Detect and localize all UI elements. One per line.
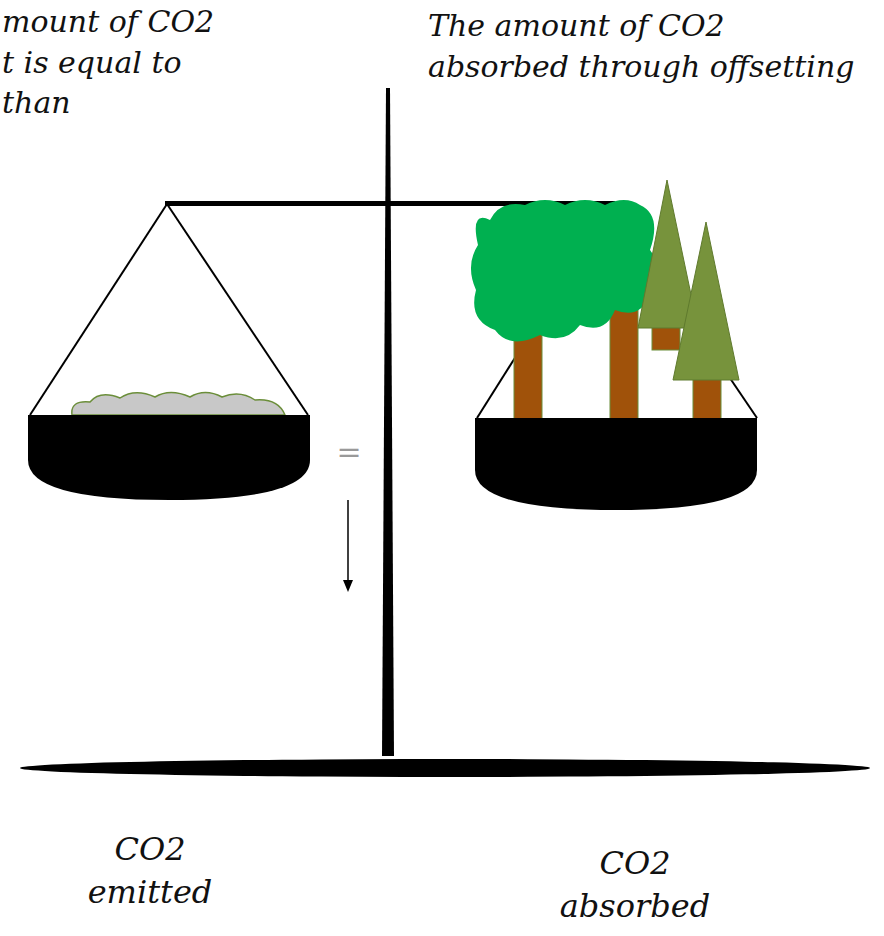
scale-pole — [382, 88, 394, 756]
heading-text: mount of CO2 t is equal to than — [2, 2, 217, 124]
pan-label: CO2 emitted — [60, 828, 240, 914]
pan-string — [30, 204, 167, 415]
down-arrow — [347, 500, 349, 585]
arrow-head — [343, 580, 353, 592]
tree-trunk — [610, 300, 638, 420]
left-pan — [28, 415, 310, 500]
pan-label: CO2 absorbed — [525, 842, 745, 928]
equals-sign: = — [332, 432, 366, 473]
right-pan — [475, 418, 757, 510]
pine-tree — [673, 222, 739, 380]
co2-cloud — [72, 393, 285, 416]
tree-trunk — [693, 375, 721, 420]
pan-string — [167, 204, 308, 415]
scale-base — [20, 759, 870, 777]
heading-text: The amount of CO2 absorbed through offse… — [428, 6, 868, 87]
deciduous-tree — [471, 200, 658, 341]
tree-trunk — [514, 330, 542, 420]
